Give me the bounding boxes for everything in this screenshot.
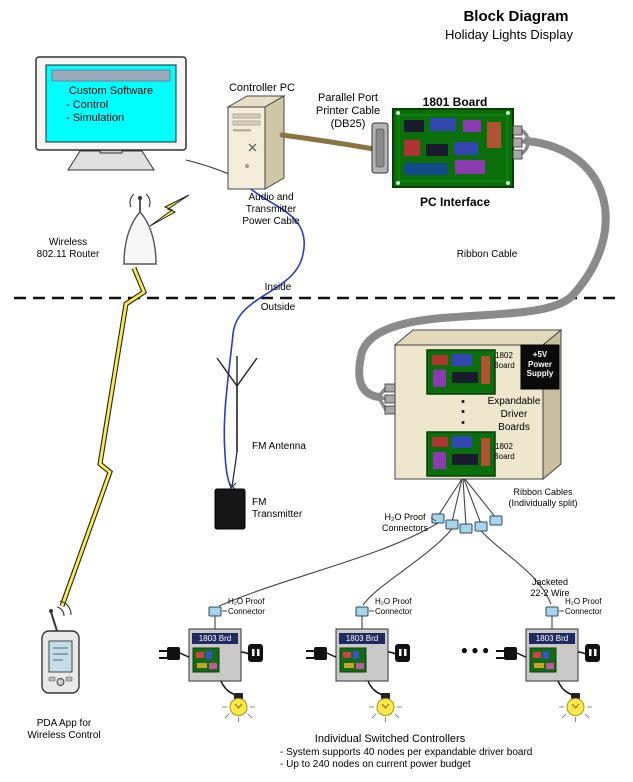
router-icon	[123, 193, 157, 265]
wifi-arc	[56, 606, 65, 617]
monitor-software-title: Custom Software	[68, 85, 154, 97]
wifi-arc-right	[145, 193, 151, 208]
footer-title: Individual Switched Controllers	[314, 733, 466, 745]
monitor-software-items: - Control - Simulation	[66, 99, 125, 125]
jacketed-wire-label: Jacketed 22-2 Wire	[530, 577, 570, 598]
board-1802-top-icon	[426, 349, 496, 395]
h2o-connector-icon	[208, 606, 222, 617]
parallel-cable	[279, 132, 377, 152]
footer-notes: - System supports 40 nodes per expandabl…	[280, 747, 533, 770]
page-subtitle: Holiday Lights Display	[445, 27, 573, 42]
board-1803-strip	[192, 633, 238, 644]
board-1801-label: 1801 Board	[422, 95, 488, 109]
outlet-icon	[240, 644, 263, 662]
controllers-ellipsis: ● ● ●	[460, 643, 490, 657]
h2o-connector-icon	[545, 606, 559, 617]
parallel-cable-label: Parallel Port Printer Cable (DB25)	[315, 92, 381, 131]
db25-connector-icon	[371, 122, 389, 174]
power-supply-label: +5V Power Supply	[526, 350, 554, 379]
wifi-arc	[59, 600, 72, 616]
board-1803-strip	[529, 633, 575, 644]
board-1801-icon	[392, 108, 514, 188]
h2o-connector-icon	[445, 519, 459, 530]
outside-label: Outside	[260, 302, 296, 313]
board-1802-bottom-label: 1802 Board	[493, 442, 515, 461]
router-label: Wireless 802.11 Router	[36, 237, 100, 260]
controller-1-board-label: 1803 Brd	[198, 634, 232, 643]
monitor-icon	[35, 56, 187, 171]
page-title: Block Diagram	[463, 8, 569, 25]
outlet-icon	[577, 644, 600, 662]
controller-1803-1	[159, 606, 263, 722]
h2o-connector-icon	[474, 521, 488, 532]
monitor-pc-cable	[185, 159, 230, 175]
h2o-connector-icon	[355, 606, 369, 617]
fm-transmitter-label: FM Transmitter	[252, 497, 303, 520]
controller-3-board-label: 1803 Brd	[535, 634, 569, 643]
fm-antenna-label: FM Antenna	[252, 441, 306, 452]
board-1802-bottom-icon	[426, 431, 496, 477]
controller-2-board-label: 1803 Brd	[345, 634, 379, 643]
controller-3-connector-label: H₂O Proof Connector	[565, 597, 602, 616]
driver-stack-dots: • • •	[461, 396, 465, 429]
h2o-connector-icon	[489, 515, 503, 526]
h2o-connector-icon	[459, 523, 473, 534]
ribbon-fanout	[430, 478, 503, 534]
pda-icon	[41, 600, 80, 694]
x-marker	[248, 143, 257, 152]
outlet-icon	[387, 644, 410, 662]
power-supply-icon	[520, 344, 560, 390]
pc-interface-label: PC Interface	[419, 195, 491, 209]
controller-2-connector-label: H₂O Proof Connector	[375, 597, 412, 616]
plug-icon	[159, 647, 190, 660]
wifi-arc-left	[129, 193, 135, 208]
wifi-bolt-pda-icon	[59, 267, 148, 607]
plug-icon	[306, 647, 337, 660]
mini-pcb-icon	[192, 647, 220, 673]
controller-pc-icon	[226, 95, 286, 190]
controller-1-connector-label: H₂O Proof Connector	[228, 597, 265, 616]
audio-power-cable	[223, 188, 306, 489]
pda-label: PDA App for Wireless Control	[27, 718, 101, 741]
light-bulb-icon	[367, 680, 402, 722]
light-bulb-icon	[557, 680, 592, 722]
mini-pcb-icon	[339, 647, 367, 673]
light-bulb-icon	[220, 680, 255, 722]
mini-pcb-icon	[529, 647, 557, 673]
ribbon-cable-label: Ribbon Cable	[456, 249, 518, 260]
audio-cable-label: Audio and Transmitter Power Cable	[242, 192, 300, 227]
h2o-connectors-label: H₂O Proof Connectors	[381, 512, 429, 533]
controller-pc-label: Controller PC	[228, 82, 296, 94]
controller-wires	[218, 522, 552, 607]
plug-icon	[496, 647, 527, 660]
driver-box-icon	[384, 328, 563, 481]
inside-label: Inside	[264, 282, 292, 293]
fm-transmitter-icon	[214, 488, 246, 530]
controller-1803-3	[496, 606, 600, 722]
wifi-bolt-pc-icon	[149, 194, 190, 227]
controller-1803-2	[306, 606, 410, 722]
expandable-boards-label: Expandable Driver Boards	[487, 396, 541, 433]
fm-antenna-icon	[216, 356, 258, 491]
ribbon-split-label: Ribbon Cables (Individually split)	[508, 487, 578, 508]
board-1803-strip	[339, 633, 385, 644]
board-1802-top-label: 1802 Board	[493, 351, 515, 370]
